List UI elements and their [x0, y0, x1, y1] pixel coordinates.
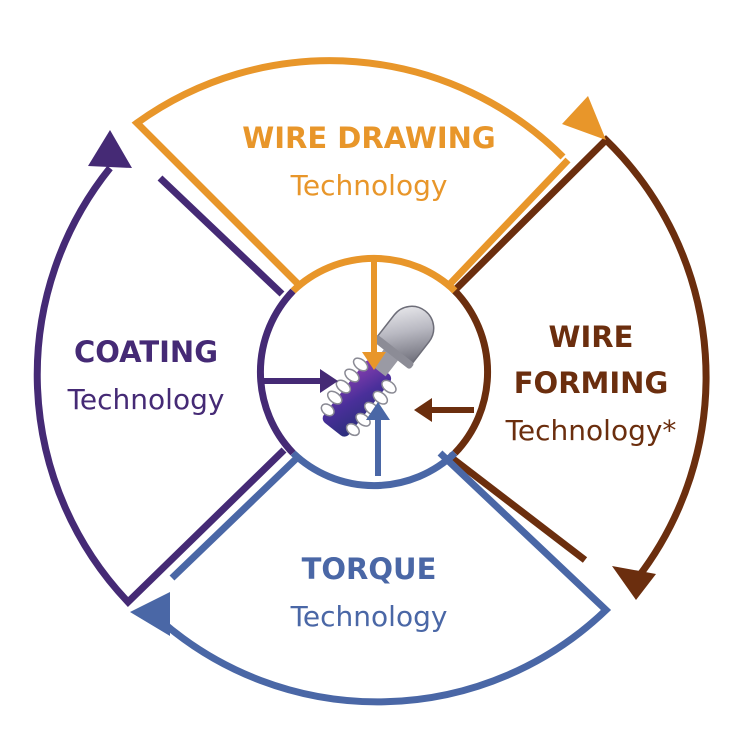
center-arc-torque — [290, 450, 458, 490]
wire-drawing-title: WIRE DRAWING — [242, 121, 495, 155]
wire-drawing-inner-edge — [445, 157, 571, 289]
wire-forming-arrowhead — [612, 566, 656, 600]
coating-arrowhead — [88, 130, 132, 168]
torque-inner-arrowhead — [366, 402, 390, 420]
torque-arrowhead — [130, 592, 170, 636]
torque-subtitle: Technology — [290, 600, 448, 633]
coating-title: COATING — [74, 335, 218, 369]
wire-forming-title-line2: FORMING — [514, 366, 669, 400]
center-arc-wire-forming — [452, 288, 492, 456]
coating-segment-outline — [33, 165, 287, 607]
torque-inner-edge — [169, 452, 303, 581]
coating-inner-edge — [157, 175, 285, 297]
torque-segment-outline — [157, 450, 612, 706]
coating-inner-arrowhead — [320, 369, 338, 393]
wire-drawing-segment-outline — [131, 57, 566, 289]
wire-drawing-arrowhead — [562, 96, 606, 140]
coating-subtitle: Technology — [67, 383, 225, 416]
wire-forming-title-line1: WIRE — [549, 320, 634, 354]
wire-forming-segment-outline — [449, 135, 710, 583]
wire-forming-subtitle: Technology* — [505, 414, 677, 447]
wire-drawing-subtitle: Technology — [290, 169, 448, 202]
wire-forming-inner-edge — [445, 452, 588, 563]
wire-forming-inner-arrowhead — [414, 398, 432, 422]
torque-title: TORQUE — [302, 552, 437, 586]
wire-drawing-inner-arrowhead — [362, 352, 386, 370]
center-arc-coating — [256, 288, 296, 456]
screw-implant-icon — [320, 305, 435, 437]
